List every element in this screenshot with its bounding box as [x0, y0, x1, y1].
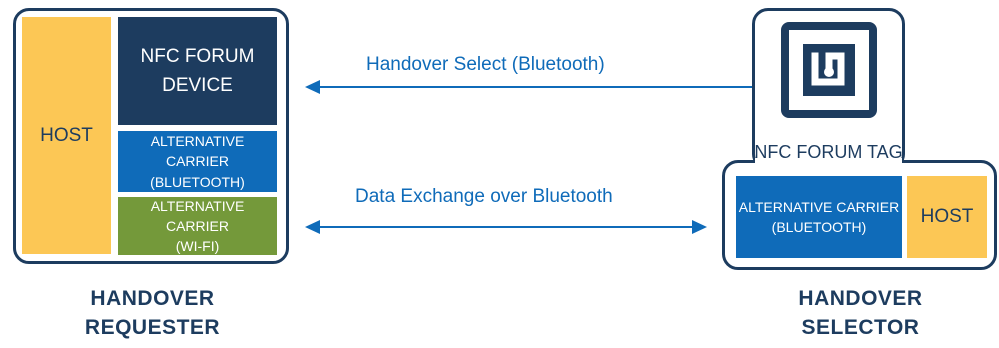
selector-host-label: HOST [920, 206, 974, 228]
requester-host-label: HOST [40, 124, 93, 146]
nfc-forum-device-label: NFC FORUM DEVICE [140, 45, 255, 96]
requester-alt-carrier-bluetooth-block: ALTERNATIVE CARRIER (BLUETOOTH) [118, 131, 277, 192]
nfc-tag-icon [781, 22, 877, 118]
data-exchange-label: Data Exchange over Bluetooth [355, 186, 613, 207]
data-exchange-arrow [305, 220, 707, 234]
selector-alt-carrier-bluetooth-block: ALTERNATIVE CARRIER (BLUETOOTH) [736, 176, 902, 258]
requester-alt-carrier-bluetooth-label: ALTERNATIVE CARRIER (BLUETOOTH) [150, 133, 245, 190]
handover-requester-caption: HANDOVER REQUESTER [84, 287, 221, 340]
requester-alt-carrier-wifi-block: ALTERNATIVE CARRIER (WI-FI) [118, 197, 277, 255]
selector-host-block: HOST [907, 176, 987, 258]
handover-select-arrow [305, 80, 756, 94]
requester-alt-carrier-wifi-label: ALTERNATIVE CARRIER (WI-FI) [150, 197, 245, 255]
selector-frame-seam [755, 158, 902, 166]
requester-host-block: HOST [22, 17, 111, 254]
selector-alt-carrier-bluetooth-label: ALTERNATIVE CARRIER (BLUETOOTH) [738, 198, 900, 235]
nfc-forum-device-block: NFC FORUM DEVICE [118, 17, 277, 125]
handover-selector-caption: HANDOVER SELECTOR [798, 287, 923, 340]
nfc-forum-tag-label: NFC FORUM TAG [754, 142, 903, 162]
handover-select-label: Handover Select (Bluetooth) [366, 54, 605, 75]
